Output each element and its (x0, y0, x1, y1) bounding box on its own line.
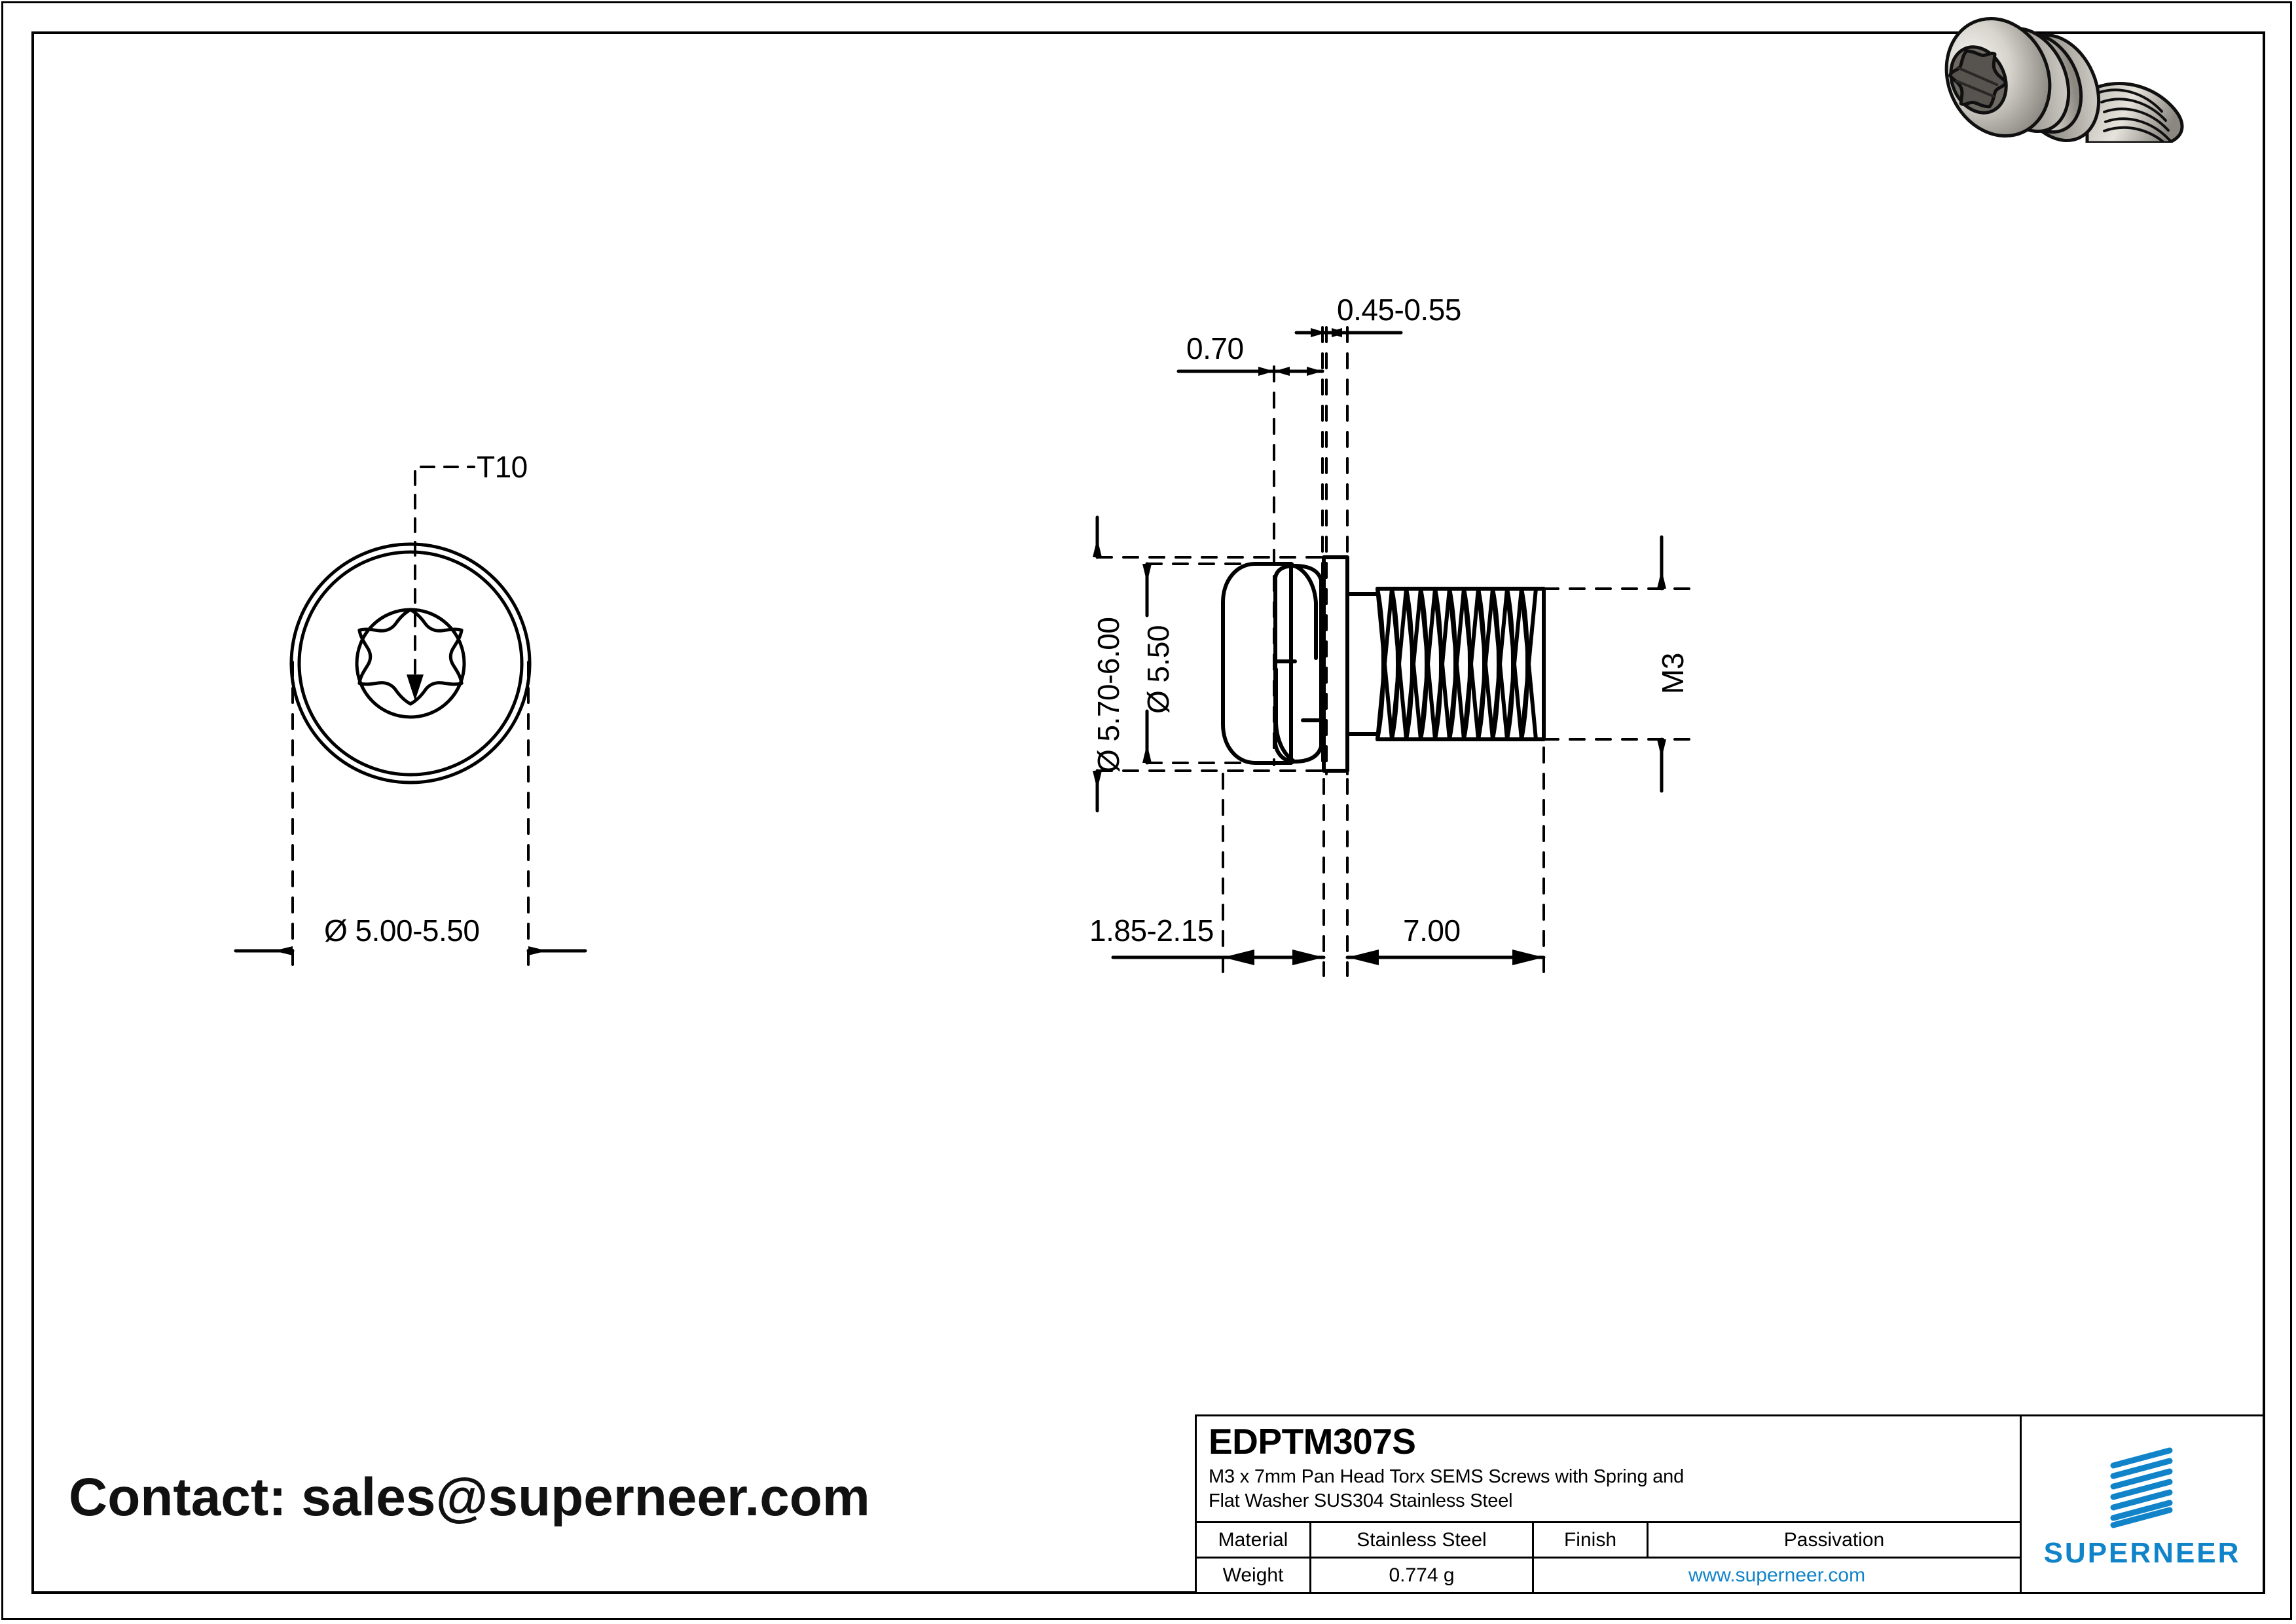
render-pan-head (1944, 16, 2052, 138)
render-thread (2085, 82, 2184, 143)
t10-leader-arrowhead (407, 674, 424, 701)
t10-leader (414, 466, 475, 698)
front-view-drive-callout: T10 (477, 450, 528, 484)
thread-length-dimline (1345, 950, 1546, 965)
website-link[interactable]: www.superneer.com (1688, 1564, 1866, 1586)
superneer-logo-icon (2110, 1447, 2173, 1528)
front-view-head-diameter-label: Ø 5.00-5.50 (324, 913, 480, 948)
isometric-screw-render (1944, 16, 2184, 143)
title-block-row-weight: Weight 0.774 g www.superneer.com (1197, 1559, 2020, 1592)
material-value: Stainless Steel (1311, 1523, 1534, 1557)
finish-value: Passivation (1783, 1528, 1885, 1551)
finish-label: Finish (1534, 1523, 1649, 1557)
title-block-description-area: EDPTM307S M3 x 7mm Pan Head Torx SEMS Sc… (1197, 1416, 2020, 1523)
description-line-1: M3 x 7mm Pan Head Torx SEMS Screws with … (1209, 1466, 1685, 1488)
material-label: Material (1197, 1523, 1311, 1557)
render-torx-recess (1948, 45, 2008, 115)
weight-label: Weight (1197, 1559, 1311, 1592)
thread-length-label: 7.00 (1403, 913, 1461, 948)
title-block-row-material: Material Stainless Steel Finish Passivat… (1197, 1523, 2020, 1559)
head-height-dimline (1111, 950, 1326, 965)
title-block-left: EDPTM307S M3 x 7mm Pan Head Torx SEMS Sc… (1197, 1416, 2022, 1592)
side-view-head-diameter-label: Ø 5.50 (1141, 625, 1175, 714)
threaded-shank (1345, 587, 1546, 741)
drawing-inner-frame (31, 31, 2265, 1594)
bottom-extension-lines (1222, 747, 1545, 977)
washer-outer-diameter-label: Ø 5.70-6.00 (1091, 617, 1125, 773)
side-view-vertical-extlines (1273, 326, 1349, 775)
contact-email-text: Contact: sales@superneer.com (69, 1467, 870, 1527)
front-view-geometry (289, 542, 532, 784)
spring-washer-thickness-label: 0.70 (1186, 331, 1244, 365)
title-block: EDPTM307S M3 x 7mm Pan Head Torx SEMS Sc… (1195, 1414, 2265, 1594)
spring-washer-profile (1273, 564, 1323, 764)
flat-washer-thickness-dimline (1294, 328, 1403, 337)
brand-wordmark: SUPERNEER (2043, 1537, 2241, 1569)
thread-designation-label: M3 (1656, 653, 1690, 694)
weight-value: 0.774 g (1311, 1559, 1534, 1592)
spring-washer-thickness-dimline (1176, 367, 1324, 376)
head-height-label: 1.85-2.15 (1089, 913, 1214, 948)
part-number: EDPTM307S (1209, 1421, 1416, 1462)
description-line-2: Flat Washer SUS304 Stainless Steel (1209, 1490, 1513, 1512)
brand-logo-area: SUPERNEER (2022, 1416, 2263, 1592)
side-view-extension-lines (1096, 556, 1697, 772)
flat-washer-thickness-label: 0.45-0.55 (1337, 293, 1461, 327)
